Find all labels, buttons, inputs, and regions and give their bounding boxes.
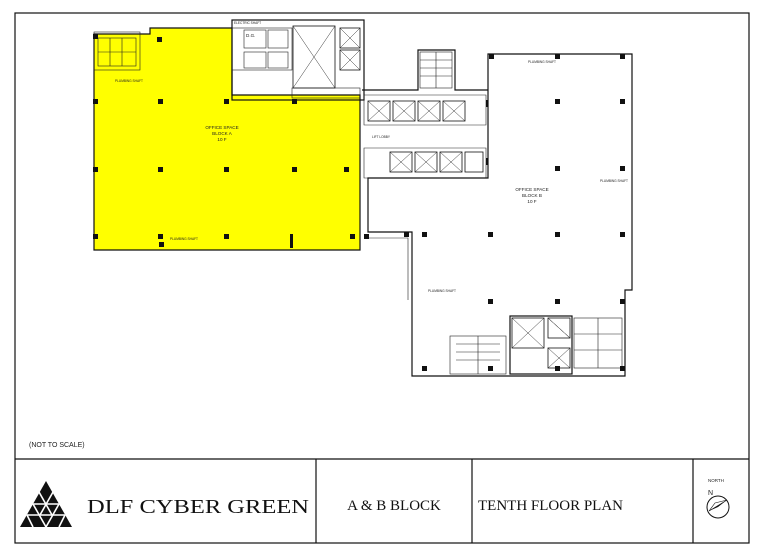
block-b-floor: 10 F: [527, 199, 536, 204]
block-a-columns: [93, 34, 355, 248]
block-a-subtitle: BLOCK A: [212, 131, 233, 136]
block-b-columns: [364, 54, 625, 371]
block-a-title: OFFICE SPACE: [205, 125, 238, 130]
company-logo: [20, 481, 72, 528]
block-b-plumbing-label: PLUMBING SHAFT: [428, 289, 456, 293]
scale-note: (NOT TO SCALE): [29, 442, 85, 449]
block-a-floor: 10 F: [217, 137, 226, 142]
north-label: NORTH: [708, 478, 724, 483]
block-a-dg-label: D.G.: [246, 33, 255, 38]
lift-lobby-core: LIFT LOBBY: [362, 49, 492, 179]
block-b-office-area: [367, 53, 633, 377]
block-b-plumbing-right: PLUMBING SHAFT: [600, 179, 628, 183]
block-a-electric-label: ELECTRIC SHAFT: [234, 21, 261, 25]
block-b-subtitle: BLOCK B: [522, 193, 542, 198]
lift-bank-lower: [389, 151, 484, 173]
block-a-plumbing-label: PLUMBING SHAFT: [170, 237, 198, 241]
block-b-plumbing-top: PLUMBING SHAFT: [528, 60, 556, 64]
plan-name: TENTH FLOOR PLAN: [478, 498, 623, 514]
block-name: A & B BLOCK: [347, 498, 441, 514]
block-a: OFFICE SPACE BLOCK A 10 F PLUMBING SHAFT…: [93, 19, 365, 251]
north-letter: N: [708, 490, 713, 497]
block-b: OFFICE SPACE BLOCK B 10 F PLUMBING SHAFT…: [364, 53, 633, 377]
lift-lobby-label: LIFT LOBBY: [372, 135, 391, 139]
title-block: DLF CYBER GREEN A & B BLOCK TENTH FLOOR …: [15, 458, 749, 543]
lift-bank-upper: [367, 100, 466, 122]
block-a-plumbing-top: PLUMBING SHAFT: [115, 79, 143, 83]
company-name: DLF CYBER GREEN: [87, 496, 309, 518]
block-b-title: OFFICE SPACE: [515, 187, 548, 192]
north-arrow: NORTH N: [706, 478, 730, 519]
